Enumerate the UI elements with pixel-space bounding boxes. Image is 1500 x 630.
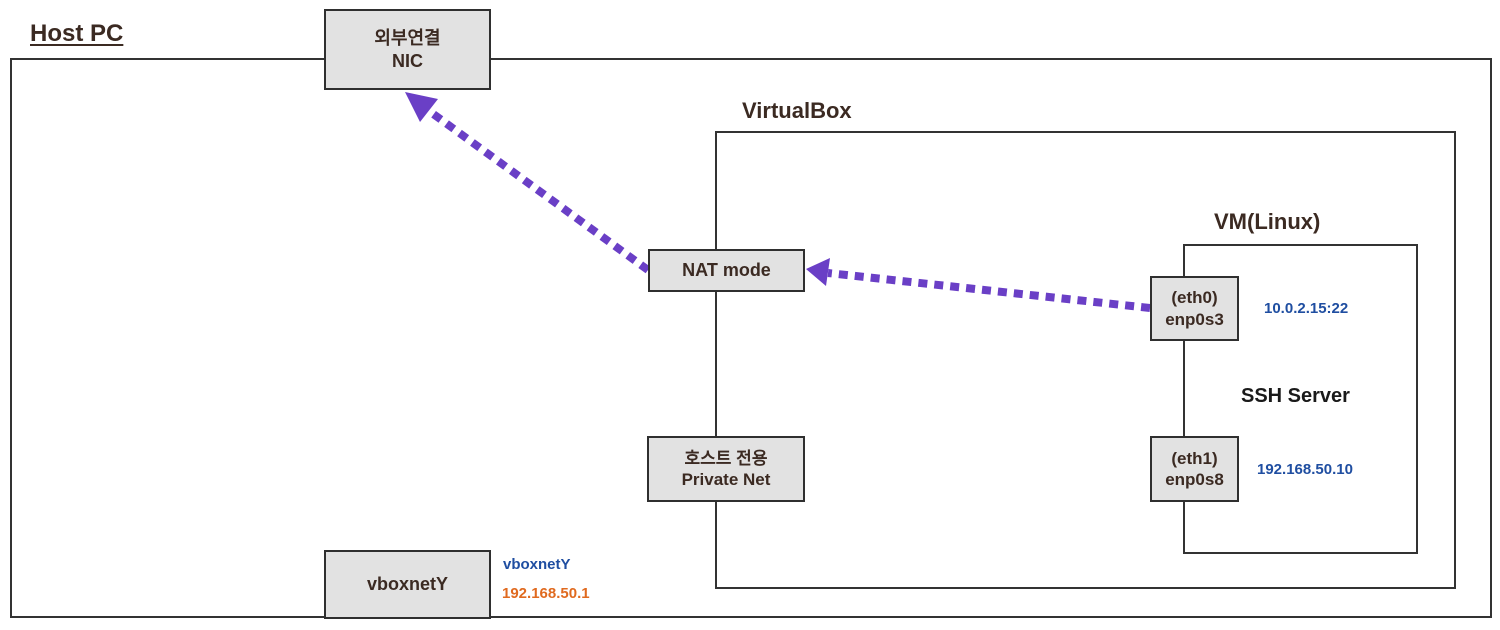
arrow-nat-to-external-nic [422,104,651,274]
eth1-address: 192.168.50.10 [1257,461,1353,478]
vm-label: VM(Linux) [1214,209,1321,234]
eth0-interface: (eth0) enp0s3 [1150,276,1239,341]
eth0-address: 10.0.2.15:22 [1264,300,1349,317]
host-only-node: 호스트 전용 Private Net [647,436,805,502]
vboxnet-interface: vboxnetY [324,550,491,619]
eth0-device-name: enp0s3 [1165,309,1224,329]
host-pc-label: Host PC [30,20,124,47]
ssh-server-label: SSH Server [1241,385,1350,407]
virtualbox-label: VirtualBox [742,98,852,123]
host-pc-frame [10,58,1492,618]
nat-mode-label: NAT mode [682,260,771,281]
virtualbox-frame [715,131,1456,589]
nat-mode-node: NAT mode [648,249,805,292]
external-nic-sublabel: NIC [392,50,423,71]
eth1-device-name: enp0s8 [1165,470,1224,489]
eth0-label: (eth0) [1171,288,1218,308]
eth1-label: (eth1) [1171,448,1218,468]
vboxnet-ip: 192.168.50.1 [502,585,590,602]
external-nic: 외부연결 NIC [324,9,491,90]
arrowhead-external-nic [405,92,438,122]
host-only-label: 호스트 전용 [684,448,768,468]
arrowhead-nat [806,258,830,286]
host-only-sublabel: Private Net [681,470,771,489]
vm-frame [1183,244,1418,554]
external-nic-label: 외부연결 [374,28,441,48]
arrow-eth0-to-nat [827,269,1151,312]
vboxnet-label: vboxnetY [366,574,449,595]
vboxnet-name: vboxnetY [503,556,571,573]
eth1-interface: (eth1) enp0s8 [1150,436,1239,502]
